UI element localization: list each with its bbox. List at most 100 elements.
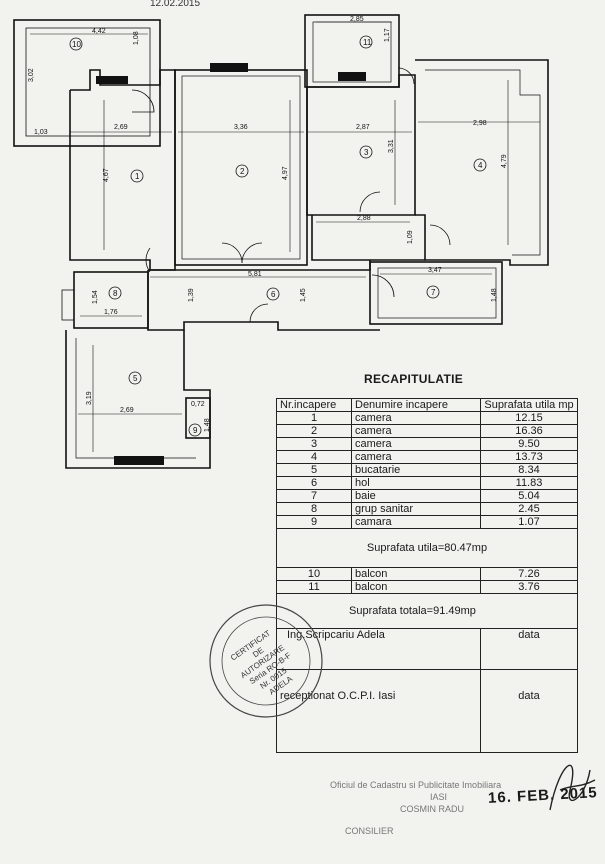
cell-nr: 3 <box>276 437 352 451</box>
cell-area: 13.73 <box>480 450 578 464</box>
floor-plan: 4,42 1,08 3,02 1,03 2,69 3,36 2,87 2,98 … <box>13 14 549 469</box>
cell-area: 9.50 <box>480 437 578 451</box>
cell-area: 16.36 <box>480 424 578 438</box>
dim-label: 2,98 <box>473 120 487 127</box>
room-number-1: 1 <box>135 172 140 181</box>
cell-nr: 10 <box>276 567 352 581</box>
dim-label: 1,03 <box>34 129 48 136</box>
room-number-8: 8 <box>113 289 118 298</box>
cell-nr: 5 <box>276 463 352 477</box>
dim-label: 1,39 <box>188 288 195 302</box>
room-3-walls <box>306 74 416 216</box>
dim-label: 3,47 <box>428 267 442 274</box>
cell-area: 7.26 <box>480 567 578 581</box>
dim-label: 1,54 <box>92 290 99 304</box>
dim-label: 1,09 <box>407 230 414 244</box>
dim-label: 2,69 <box>114 124 128 131</box>
faint-stamp-line: COSMIN RADU <box>400 804 465 814</box>
useful-total-row: Suprafata utila=80.47mp <box>276 528 578 568</box>
cell-name: balcon <box>351 580 481 594</box>
room-4-walls <box>415 59 549 266</box>
dim-label: 2,87 <box>356 124 370 131</box>
cell-name: balcon <box>351 567 481 581</box>
cell-nr: 1 <box>276 411 352 425</box>
recap-title: RECAPITULATIE <box>364 372 464 386</box>
window <box>338 72 366 81</box>
cell-area: 1.07 <box>480 515 578 529</box>
table-header-row: Nr.incapere Denumire incapere Suprafata … <box>276 398 578 412</box>
dim-label: 1,45 <box>300 288 307 302</box>
dim-label: 2,85 <box>350 16 364 23</box>
col-header-nr: Nr.incapere <box>276 398 352 412</box>
dim-label: 4,67 <box>103 168 110 182</box>
door-arc <box>241 242 263 264</box>
data-label-2: data <box>480 669 578 753</box>
cell-nr: 7 <box>276 489 352 503</box>
room-number-6: 6 <box>271 290 276 299</box>
dim-label: 1,17 <box>384 28 391 42</box>
dim-label: 4,42 <box>92 28 106 35</box>
useful-total: Suprafata utila=80.47mp <box>276 528 578 568</box>
cell-name: camera <box>351 437 481 451</box>
room-number-3: 3 <box>364 148 369 157</box>
door-arc <box>249 303 269 323</box>
cell-area: 12.15 <box>480 411 578 425</box>
faint-stamp-line: IASI <box>430 792 448 802</box>
dim-label: 5,81 <box>248 271 262 278</box>
col-header-area: Suprafata utila mp <box>480 398 578 412</box>
window <box>210 63 248 72</box>
dim-label: 1,76 <box>104 309 118 316</box>
door-arc <box>131 89 155 113</box>
faint-stamp-line: Oficiul de Cadastru si Publicitate Imobi… <box>330 780 502 790</box>
cell-nr: 6 <box>276 476 352 490</box>
door-arc <box>429 224 451 246</box>
cell-name: baie <box>351 489 481 503</box>
door-arc <box>145 247 151 273</box>
col-header-name: Denumire incapere <box>351 398 481 412</box>
cell-name: camera <box>351 450 481 464</box>
cell-name: bucatarie <box>351 463 481 477</box>
dim-label: 3,19 <box>86 391 93 405</box>
cell-name: hol <box>351 476 481 490</box>
cell-area: 5.04 <box>480 489 578 503</box>
room-8-walls <box>73 271 149 329</box>
door-arc <box>397 67 415 85</box>
dim-label: 3,02 <box>28 68 35 82</box>
door-arc <box>359 191 381 213</box>
cell-nr: 4 <box>276 450 352 464</box>
cell-area: 11.83 <box>480 476 578 490</box>
header-scribble: 12.02.2015 <box>150 0 201 9</box>
room-number-7: 7 <box>431 288 436 297</box>
room-number-9: 9 <box>193 426 198 435</box>
cell-nr: 2 <box>276 424 352 438</box>
dim-label: 1,48 <box>204 418 211 432</box>
authorization-seal: CERTIFICAT DE AUTORIZARE Seria RO-B-F Nr… <box>209 604 323 718</box>
room-1-walls <box>69 69 176 271</box>
cell-area: 8.34 <box>480 463 578 477</box>
cell-nr: 8 <box>276 502 352 516</box>
room-7-walls <box>369 261 503 325</box>
door-arc <box>221 242 243 264</box>
room-number-4: 4 <box>478 161 483 170</box>
received-row: receptionat O.C.P.I. Iasi data <box>276 669 578 753</box>
cell-nr: 11 <box>276 580 352 594</box>
window <box>114 456 164 465</box>
dim-label: 4,97 <box>282 166 289 180</box>
cell-name: grup sanitar <box>351 502 481 516</box>
cell-name: camara <box>351 515 481 529</box>
room-number-2: 2 <box>240 167 245 176</box>
signature <box>549 764 596 811</box>
room-6-walls <box>147 270 380 331</box>
dim-label: 3,31 <box>388 139 395 153</box>
dim-label: 1,08 <box>133 31 140 45</box>
cell-name: camera <box>351 411 481 425</box>
